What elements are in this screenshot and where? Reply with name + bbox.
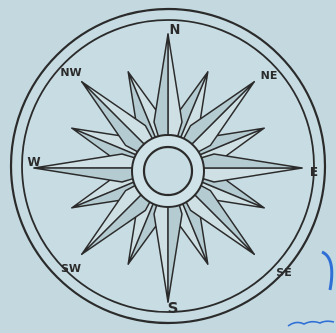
label-south: S	[168, 299, 179, 317]
label-north-east: NE	[261, 69, 278, 82]
hub-inner-circle	[144, 147, 192, 195]
label-east: E	[310, 165, 318, 179]
ink-scribble	[288, 321, 334, 326]
label-south-east: SE	[276, 266, 291, 279]
label-west: W	[27, 155, 40, 169]
label-south-west: SW	[61, 262, 81, 275]
label-north: N	[170, 23, 181, 38]
ink-mark	[322, 252, 332, 290]
label-north-west: NW	[60, 66, 81, 79]
